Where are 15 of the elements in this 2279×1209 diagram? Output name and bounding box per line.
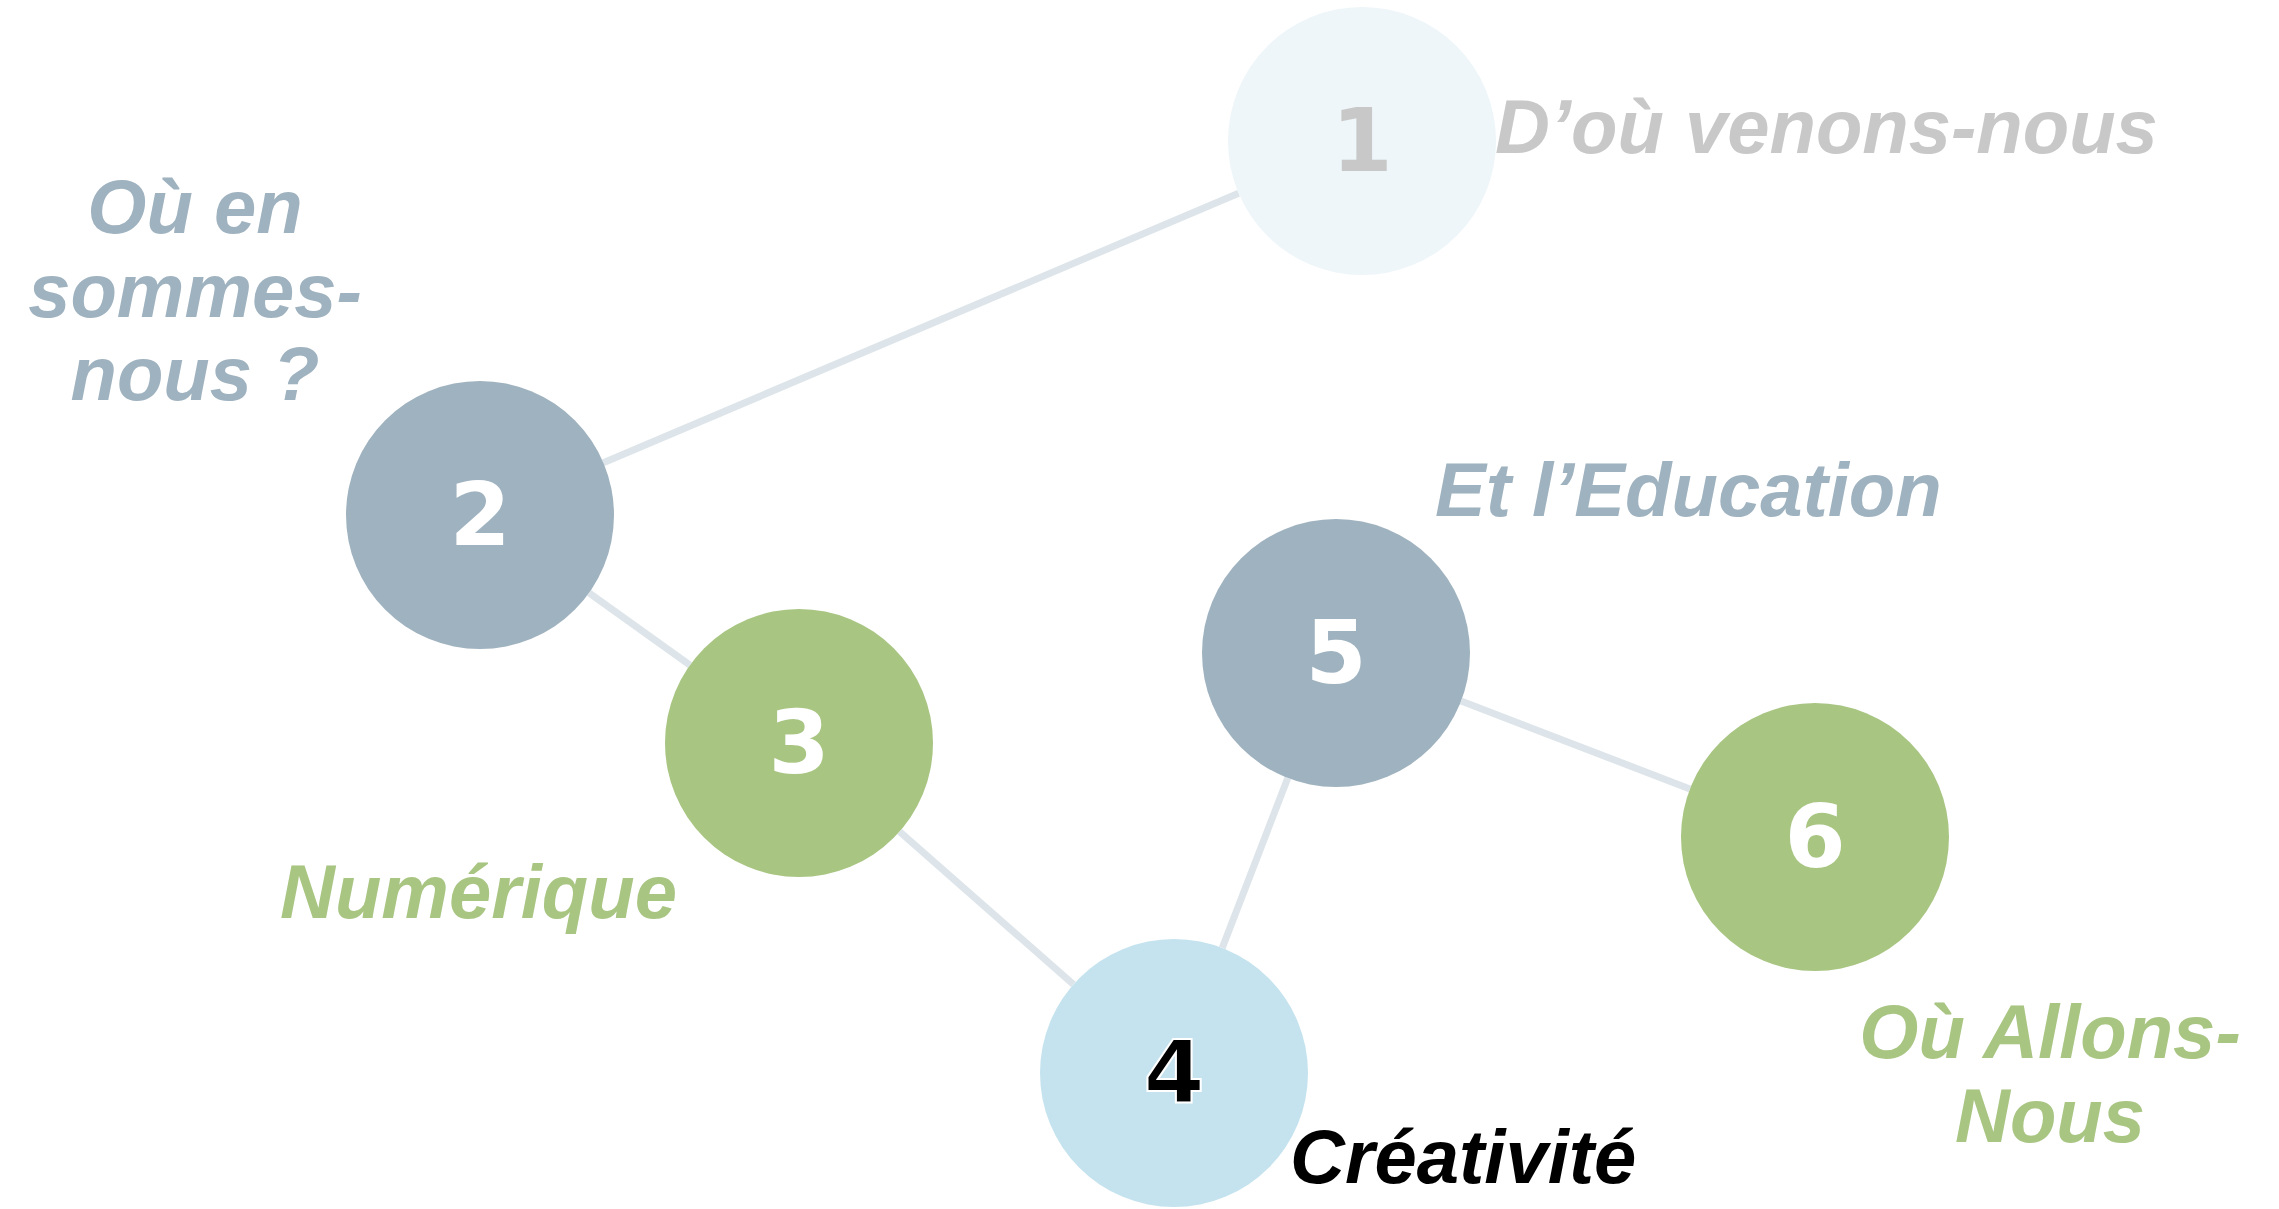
connector-line (897, 828, 1076, 988)
connector-line (602, 190, 1240, 466)
step-number: 5 (1305, 609, 1367, 697)
step-caption: Où en sommes-nous ? (27, 165, 363, 416)
step-caption: Créativité (1290, 1115, 1638, 1199)
step-number: 6 (1784, 793, 1846, 881)
step-caption: Où Allons-Nous (1858, 990, 2242, 1158)
step-number: 3 (768, 699, 830, 787)
step-number: 2 (449, 471, 511, 559)
connector-line (1459, 697, 1692, 793)
step-caption: Numérique (280, 850, 678, 934)
step-number: 4 (1143, 1029, 1205, 1117)
connector-line (587, 590, 692, 668)
connector-line (1218, 776, 1292, 950)
step-caption: Et l’Education (1435, 448, 1943, 532)
